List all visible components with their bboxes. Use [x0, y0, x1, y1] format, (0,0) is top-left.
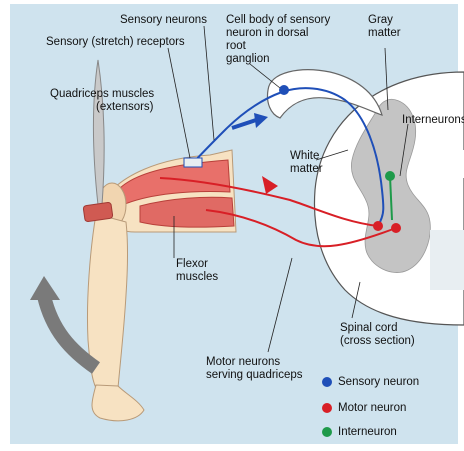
central-canal	[416, 150, 464, 178]
label-flexor-muscles: Flexor muscles	[176, 258, 218, 284]
sensory-cell-body	[279, 85, 289, 95]
stretch-receptor	[184, 158, 202, 167]
label-interneurons: Interneurons	[402, 114, 464, 127]
motor-cell-body-2	[391, 223, 401, 233]
legend-item-interneuron: Interneuron	[322, 426, 397, 438]
label-cell-body: Cell body of sensory neuron in dorsal ro…	[226, 14, 330, 66]
legend-label-interneuron: Interneuron	[338, 426, 397, 438]
label-white-matter: White matter	[290, 150, 323, 176]
legend-swatch-motor	[322, 403, 332, 413]
label-gray-matter: Gray matter	[368, 14, 401, 40]
legend-swatch-sensory	[322, 377, 332, 387]
label-sensory-neurons: Sensory neurons	[120, 14, 207, 27]
legend-item-sensory: Sensory neuron	[322, 376, 419, 388]
legend-label-sensory: Sensory neuron	[338, 376, 419, 388]
label-stretch-receptors: Sensory (stretch) receptors	[46, 36, 185, 49]
label-quadriceps: Quadriceps muscles (extensors)	[50, 88, 154, 114]
label-spinal-cord: Spinal cord (cross section)	[340, 322, 415, 348]
motor-cell-body-1	[373, 221, 383, 231]
legend-swatch-interneuron	[322, 427, 332, 437]
interneuron-cell-body	[385, 171, 395, 181]
spinal-cord-edge	[430, 230, 464, 290]
label-motor-neurons: Motor neurons serving quadriceps	[206, 356, 303, 382]
legend-label-motor: Motor neuron	[338, 402, 406, 414]
legend-item-motor: Motor neuron	[322, 402, 406, 414]
